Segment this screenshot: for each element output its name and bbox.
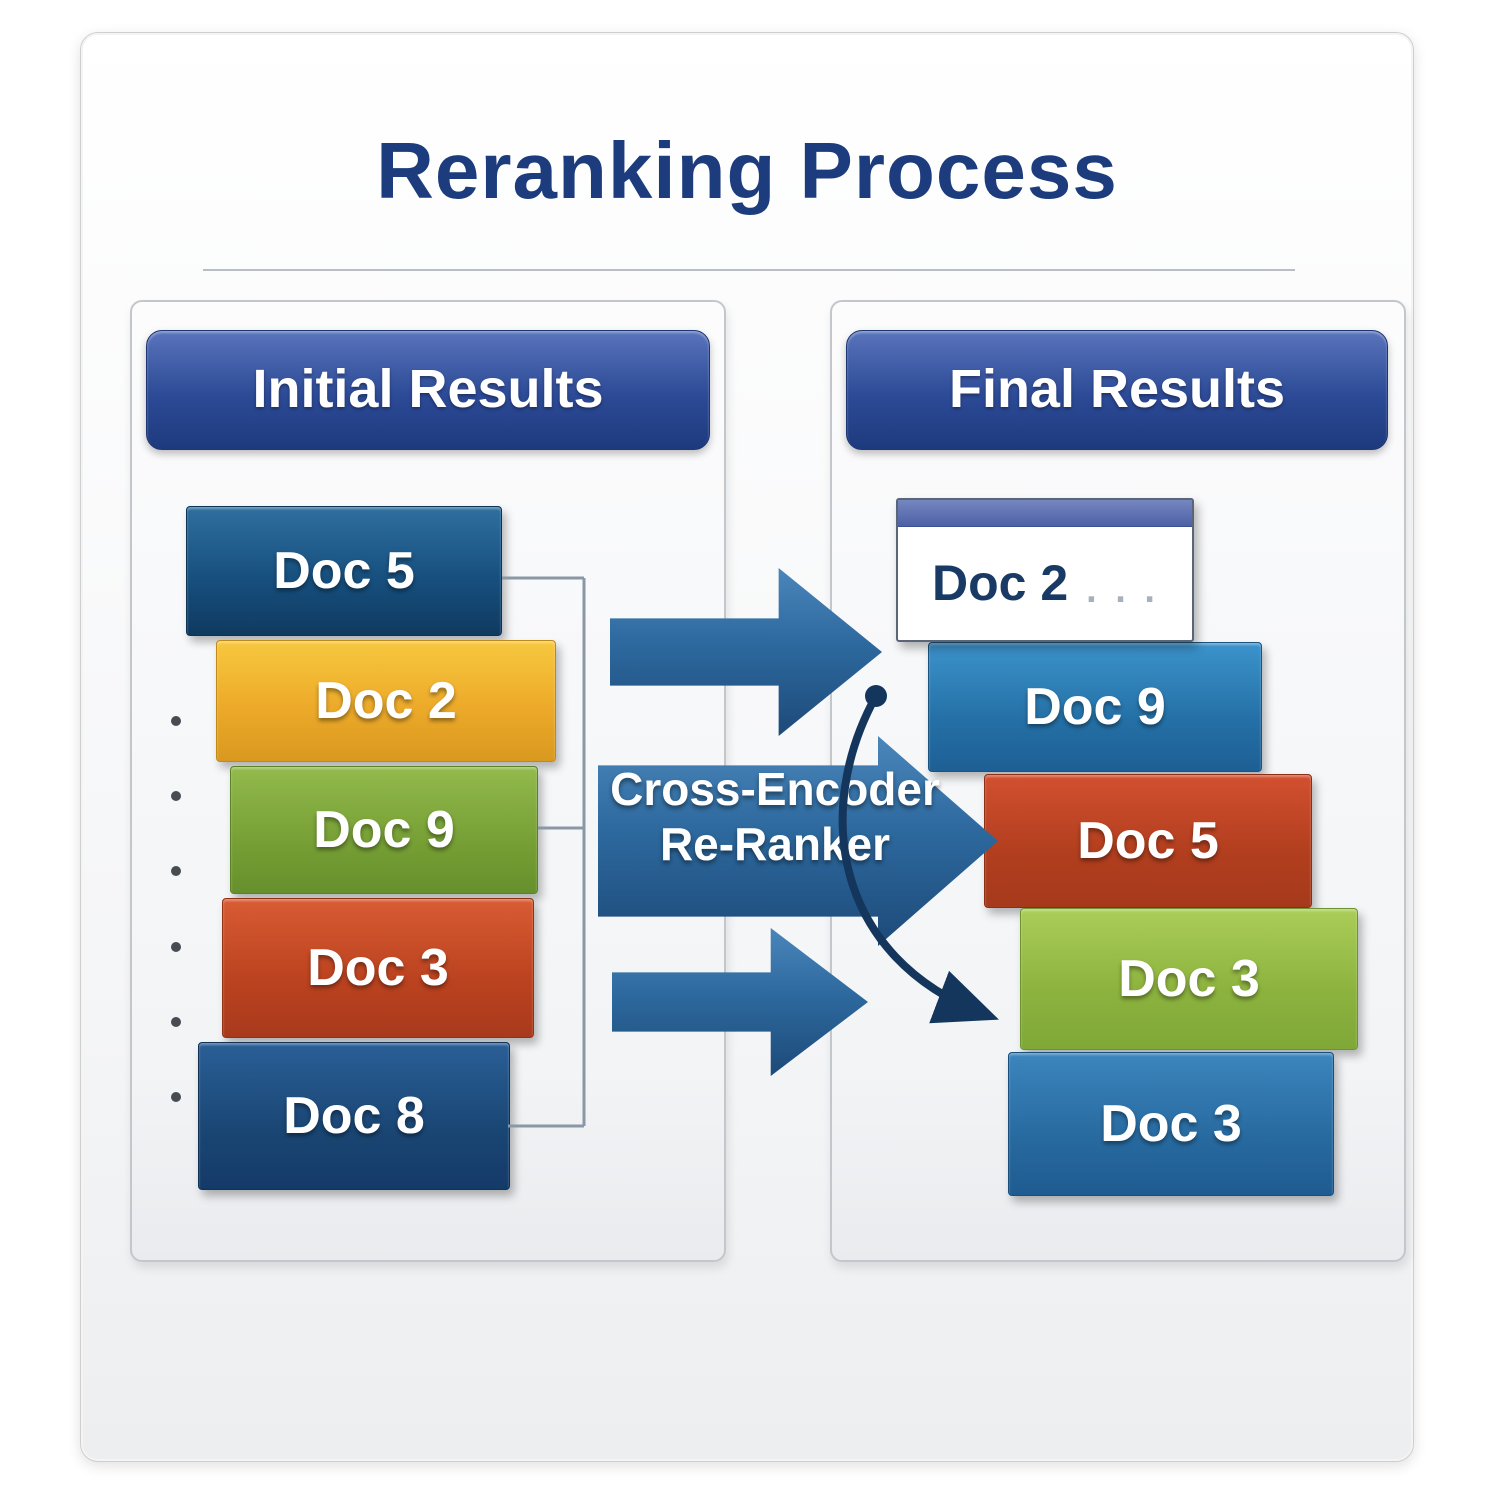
title-divider (203, 269, 1295, 271)
ellipsis-dot (171, 1091, 181, 1102)
cross-encoder-label-line2: Re-Ranker (659, 818, 891, 871)
final-doc-2-window: Doc 2 . . . (896, 498, 1194, 642)
final-doc-2: Doc 2 . . . (932, 526, 1182, 640)
ellipsis-dot (171, 1016, 181, 1027)
initial-doc-3: Doc 3 (222, 898, 534, 1038)
final-doc-3-green: Doc 3 (1020, 908, 1358, 1050)
final-doc-9: Doc 9 (928, 642, 1262, 772)
initial-results-header: Initial Results (146, 330, 710, 450)
final-doc-3-blue: Doc 3 (1008, 1052, 1334, 1196)
ellipsis-dot (171, 716, 181, 726)
window-titlebar (898, 500, 1192, 527)
ellipsis-dot (171, 866, 181, 877)
ellipsis-dot (171, 791, 181, 802)
final-doc-5: Doc 5 (984, 774, 1312, 908)
final-doc-2-label: Doc 2 (932, 555, 1069, 611)
initial-doc-5: Doc 5 (186, 506, 502, 636)
cross-encoder-label: Cross-Encoder Re-Ranker (600, 762, 950, 872)
initial-doc-9: Doc 9 (230, 766, 538, 894)
ellipsis-dot (171, 941, 181, 952)
page-title: Reranking Process (376, 126, 1118, 215)
initial-doc-2: Doc 2 (216, 640, 556, 762)
final-results-header: Final Results (846, 330, 1388, 450)
final-doc-2-ellipsis: . . . (1086, 568, 1159, 611)
ellipsis-dots (164, 716, 188, 1102)
initial-doc-8: Doc 8 (198, 1042, 510, 1190)
cross-encoder-label-line1: Cross-Encoder (610, 763, 940, 815)
